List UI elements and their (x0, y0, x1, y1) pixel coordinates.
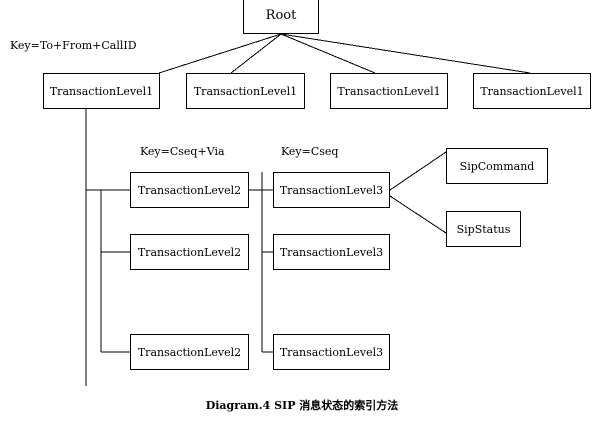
node-transactionlevel2-3[interactable]: TransactionLevel2 (130, 334, 249, 370)
diagram-caption: Diagram.4 SIP 消息状态的索引方法 (205, 399, 399, 412)
key-label-cseq: Key=Cseq (281, 145, 339, 158)
node-transactionlevel2-2[interactable]: TransactionLevel2 (130, 234, 249, 270)
node-label: TransactionLevel3 (279, 345, 384, 359)
node-label: SipStatus (456, 222, 511, 236)
node-transactionlevel2-1[interactable]: TransactionLevel2 (130, 172, 249, 208)
node-transactionlevel3-3[interactable]: TransactionLevel3 (273, 334, 390, 370)
edge-root-to-level1-1 (158, 33, 282, 74)
node-transactionlevel1-1[interactable]: TransactionLevel1 (43, 73, 160, 109)
node-label: TransactionLevel2 (137, 345, 242, 359)
node-label: TransactionLevel1 (480, 84, 584, 98)
edge-level3-to-sipstatus (389, 195, 447, 234)
node-label: TransactionLevel2 (137, 245, 242, 259)
node-label: TransactionLevel1 (49, 84, 154, 98)
node-label: TransactionLevel1 (337, 84, 441, 98)
node-label: TransactionLevel2 (137, 183, 242, 197)
node-label: SipCommand (459, 159, 535, 173)
node-transactionlevel1-3[interactable]: TransactionLevel1 (330, 73, 448, 109)
node-transactionlevel1-4[interactable]: TransactionLevel1 (473, 73, 591, 109)
node-label: TransactionLevel3 (279, 183, 384, 197)
edge-root-to-level1-3 (280, 33, 376, 74)
node-root-label: Root (265, 7, 297, 23)
edge-root-to-level1-2 (230, 33, 282, 74)
key-label-cseq-via: Key=Cseq+Via (140, 145, 225, 158)
node-label: TransactionLevel1 (193, 84, 298, 98)
node-root[interactable]: Root (243, 0, 319, 34)
key-label-to-from-callid: Key=To+From+CallID (10, 39, 137, 52)
edge-root-to-level1-4 (280, 33, 531, 74)
node-transactionlevel3-1[interactable]: TransactionLevel3 (273, 172, 390, 208)
node-transactionlevel1-2[interactable]: TransactionLevel1 (186, 73, 305, 109)
node-label: TransactionLevel3 (279, 245, 384, 259)
node-sipcommand[interactable]: SipCommand (446, 148, 548, 184)
edge-level3-to-sipcommand (389, 151, 447, 191)
node-sipstatus[interactable]: SipStatus (446, 211, 521, 247)
node-transactionlevel3-2[interactable]: TransactionLevel3 (273, 234, 390, 270)
